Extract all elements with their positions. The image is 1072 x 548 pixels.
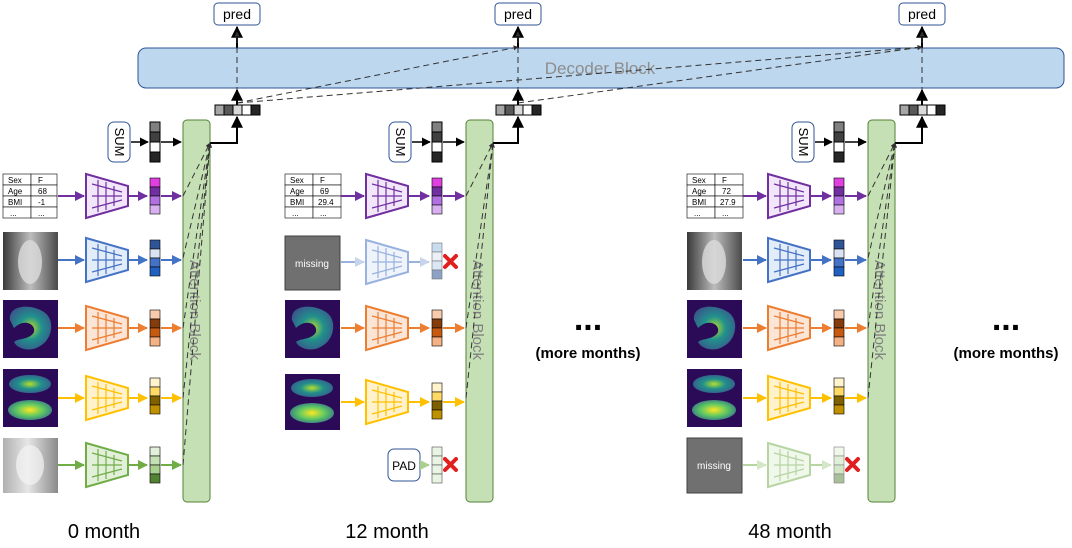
- cartilage-map-a-48: [687, 300, 742, 358]
- svg-text:pred: pred: [504, 6, 532, 22]
- sum-group-48: SUM: [791, 121, 867, 163]
- cross-icon: [845, 457, 860, 472]
- table-cell: 68: [38, 187, 47, 196]
- encoder-cartilage-b-48: [743, 374, 867, 422]
- svg-text:SUM: SUM: [796, 128, 811, 157]
- table-cell: Sex: [290, 176, 304, 185]
- tabular-table-12: Sex F Age 69 BMI 29.4 ......: [284, 173, 342, 219]
- table-cell: ...: [38, 209, 45, 218]
- table-cell: Sex: [692, 176, 706, 185]
- encoder-xray-hip-0: [58, 441, 182, 489]
- cartilage-map-b-0: [3, 369, 58, 427]
- table-cell: F: [38, 176, 43, 185]
- token-row-48: [899, 104, 946, 116]
- svg-text:SUM: SUM: [112, 128, 127, 157]
- encoder-tabular-12: [341, 172, 465, 220]
- attention-block-0: Attention Block: [182, 119, 211, 503]
- tabular-table-48: Sex F Age 72 BMI 27.9 ......: [686, 173, 744, 219]
- attention-block-48: Attention Block: [867, 119, 896, 503]
- table-cell: 69: [320, 187, 329, 196]
- xray-hip-image-0: [3, 438, 58, 493]
- table-cell: BMI: [8, 198, 22, 207]
- encoder-xray-knee-12-missing: [341, 238, 443, 286]
- missing-placeholder-12: missing: [284, 235, 341, 291]
- encoder-tabular-48: [743, 172, 867, 220]
- table-cell: Age: [8, 187, 23, 196]
- encoder-cartilage-a-48: [743, 304, 867, 352]
- sum-group-0: SUM: [107, 121, 182, 163]
- table-cell: ...: [10, 209, 17, 218]
- encoder-cartilage-b-0: [58, 374, 182, 422]
- table-cell: Age: [290, 187, 305, 196]
- xray-knee-image-48: [687, 232, 742, 290]
- attention-block-12: Attention Block: [465, 119, 494, 503]
- table-cell: ...: [320, 209, 327, 218]
- svg-text:SUM: SUM: [393, 128, 408, 157]
- svg-text:missing: missing: [295, 259, 329, 270]
- svg-text:PAD: PAD: [392, 459, 416, 473]
- tabular-table-0: Sex F Age 68 BMI -1 ......: [2, 173, 58, 219]
- svg-text:Attention Block: Attention Block: [871, 260, 888, 361]
- table-cell: ...: [722, 209, 729, 218]
- more-months-label: (more months): [954, 345, 1059, 362]
- cartilage-map-a-12: [285, 300, 340, 358]
- encoder-tabular-0: [58, 172, 182, 220]
- encoder-cartilage-a-0: [58, 304, 182, 352]
- encoder-xray-knee-48: [743, 236, 867, 284]
- encoder-xray-knee-0: [58, 236, 182, 284]
- pad-box: PAD: [387, 448, 421, 482]
- table-cell: ...: [694, 209, 701, 218]
- svg-text:pred: pred: [223, 6, 251, 22]
- month-label-0: 0 month: [68, 521, 140, 543]
- table-cell: BMI: [290, 198, 304, 207]
- more-months-label: (more months): [536, 345, 641, 362]
- table-cell: 29.4: [318, 198, 334, 207]
- cartilage-map-a-0: [3, 300, 58, 358]
- svg-text:Attention Block: Attention Block: [469, 260, 486, 361]
- pred-box-0: pred: [213, 2, 261, 26]
- table-cell: BMI: [692, 198, 706, 207]
- table-cell: 72: [722, 187, 731, 196]
- svg-text:Attention Block: Attention Block: [186, 260, 203, 361]
- decoder-block: [137, 47, 1065, 89]
- table-cell: ...: [292, 209, 299, 218]
- encoder-cartilage-a-12: [341, 304, 465, 352]
- table-cell: Age: [692, 187, 707, 196]
- decoder-label: Decoder Block: [545, 59, 656, 78]
- table-cell: 27.9: [720, 198, 736, 207]
- table-cell: Sex: [8, 176, 22, 185]
- pred-box-48: pred: [898, 2, 946, 26]
- table-cell: -1: [38, 198, 46, 207]
- pred-box-12: pred: [494, 2, 542, 26]
- pad-token-12: [420, 446, 443, 484]
- cartilage-map-b-12: [285, 374, 340, 430]
- month-label-12: 12 month: [345, 521, 428, 543]
- svg-text:missing: missing: [697, 461, 731, 472]
- missing-placeholder-48: missing: [686, 437, 743, 494]
- encoder-cartilage-b-12: [341, 378, 465, 426]
- token-row-0: [214, 104, 261, 116]
- token-row-12: [495, 104, 542, 116]
- table-cell: F: [722, 176, 727, 185]
- cross-icon: [443, 457, 458, 472]
- xray-knee-image-0: [3, 232, 58, 290]
- cross-icon: [443, 254, 458, 269]
- table-cell: F: [320, 176, 325, 185]
- more-dots: ...: [992, 300, 1020, 338]
- sum-group-12: SUM: [388, 121, 465, 163]
- more-dots: ...: [574, 300, 602, 338]
- svg-text:pred: pred: [908, 6, 936, 22]
- month-label-48: 48 month: [748, 521, 831, 543]
- cartilage-map-b-48: [687, 369, 742, 427]
- encoder-xray-hip-48-missing: [743, 441, 845, 489]
